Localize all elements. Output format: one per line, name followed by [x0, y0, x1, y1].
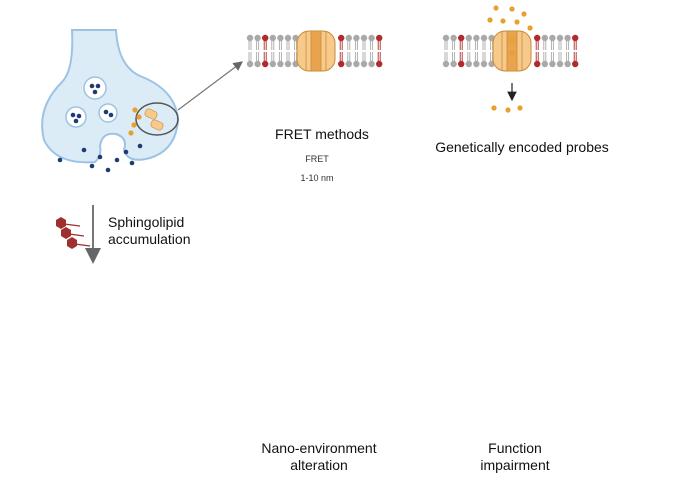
fret-title: FRET methods — [275, 126, 369, 142]
sphingolipid-label-line1: Sphingolipid — [108, 214, 185, 230]
sphingolipid-label: Sphingolipid accumulation — [108, 214, 191, 248]
presynaptic-terminal-top — [41, 29, 180, 164]
sphingolipid-icon — [56, 217, 91, 249]
function-label-line1: Function — [488, 440, 542, 456]
synaptic-vesicles-top — [65, 76, 118, 128]
membrane-top-normal — [246, 30, 383, 72]
fret-arrow-label: FRET — [305, 154, 329, 164]
sphingolipid-label-line2: accumulation — [108, 231, 191, 247]
nano-label-line2: alteration — [290, 457, 348, 473]
membrane-top-functional — [442, 30, 579, 72]
nano-label-line1: Nano-environment — [261, 440, 377, 456]
probes-title: Genetically encoded probes — [435, 139, 609, 155]
function-label-line2: impairment — [480, 457, 550, 473]
fret-range-label: 1-10 nm — [300, 173, 334, 183]
zoom-arrow-top — [177, 61, 243, 111]
function-impairment-label: Function impairment — [470, 440, 560, 474]
nano-environment-label: Nano-environment alteration — [244, 440, 394, 474]
zoom-circle-top — [128, 102, 179, 136]
